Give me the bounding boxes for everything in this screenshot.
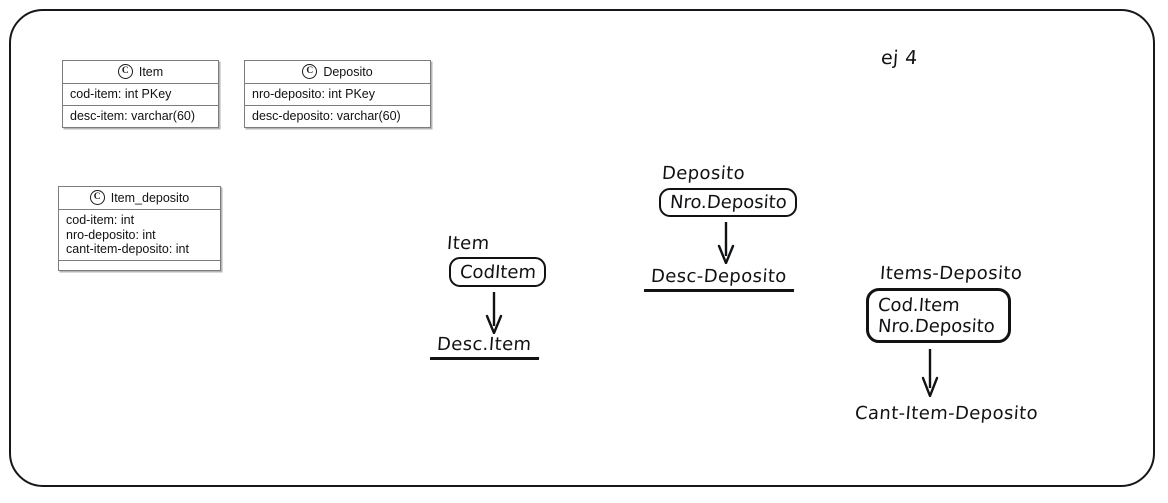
fd-determinant-box-items-deposito: Cod.Item Nro.Deposito (866, 288, 1011, 343)
uml-class-item: Item cod-item: int PKey desc-item: varch… (62, 60, 219, 128)
fd-relation-name-item: Item (446, 233, 491, 254)
fd-determinant-attribute: CodItem (459, 261, 537, 283)
uml-attribute-row: cod-item: int (66, 213, 135, 227)
uml-class-name: Item (138, 64, 164, 79)
down-arrow-icon (921, 349, 939, 397)
fd-dependent-item: Desc.Item (436, 334, 533, 355)
fd-dependent-items-deposito: Cant-Item-Deposito (854, 403, 1039, 424)
class-circle-c-icon (117, 64, 133, 79)
exercise-label: ej 4 (880, 47, 919, 69)
fd-determinant-box-item: CodItem (449, 257, 546, 287)
fd-determinant-attribute: Nro.Deposito (877, 315, 996, 337)
uml-attribute-row: cod-item: int PKey (63, 84, 218, 106)
uml-class-header: Item (63, 61, 218, 84)
class-circle-c-icon (302, 64, 318, 79)
uml-attribute-row: desc-deposito: varchar(60) (252, 109, 401, 123)
uml-operations-compartment (59, 261, 220, 270)
down-arrow-icon (717, 222, 735, 264)
uml-attribute-row: desc-item: varchar(60) (70, 109, 196, 123)
uml-class-name: Item_deposito (110, 190, 190, 205)
uml-attribute-row: nro-deposito: int PKey (245, 84, 430, 106)
fd-relation-name-items-deposito: Items-Deposito (879, 263, 1024, 284)
uml-class-name: Deposito (323, 64, 373, 79)
down-arrow-icon (485, 292, 503, 334)
class-circle-c-icon (89, 190, 105, 205)
uml-class-header: Deposito (245, 61, 430, 84)
page-border-frame (9, 9, 1155, 487)
uml-attribute-row: nro-deposito: int (66, 227, 156, 242)
fd-determinant-attribute: Cod.Item (877, 294, 961, 316)
uml-class-item-deposito: Item_deposito cod-item: int nro-deposito… (58, 186, 221, 271)
uml-attribute-compartment: cod-item: int nro-deposito: int cant-ite… (59, 210, 220, 261)
fd-determinant-box-deposito: Nro.Deposito (659, 188, 797, 217)
uml-attribute-row: cant-item-deposito: int (66, 242, 189, 256)
uml-class-header: Item_deposito (59, 187, 220, 210)
fd-dependent-deposito: Desc-Deposito (650, 266, 788, 287)
uml-class-deposito: Deposito nro-deposito: int PKey desc-dep… (244, 60, 431, 128)
fd-relation-name-deposito: Deposito (661, 163, 746, 184)
fd-determinant-attribute: Nro.Deposito (669, 192, 788, 213)
